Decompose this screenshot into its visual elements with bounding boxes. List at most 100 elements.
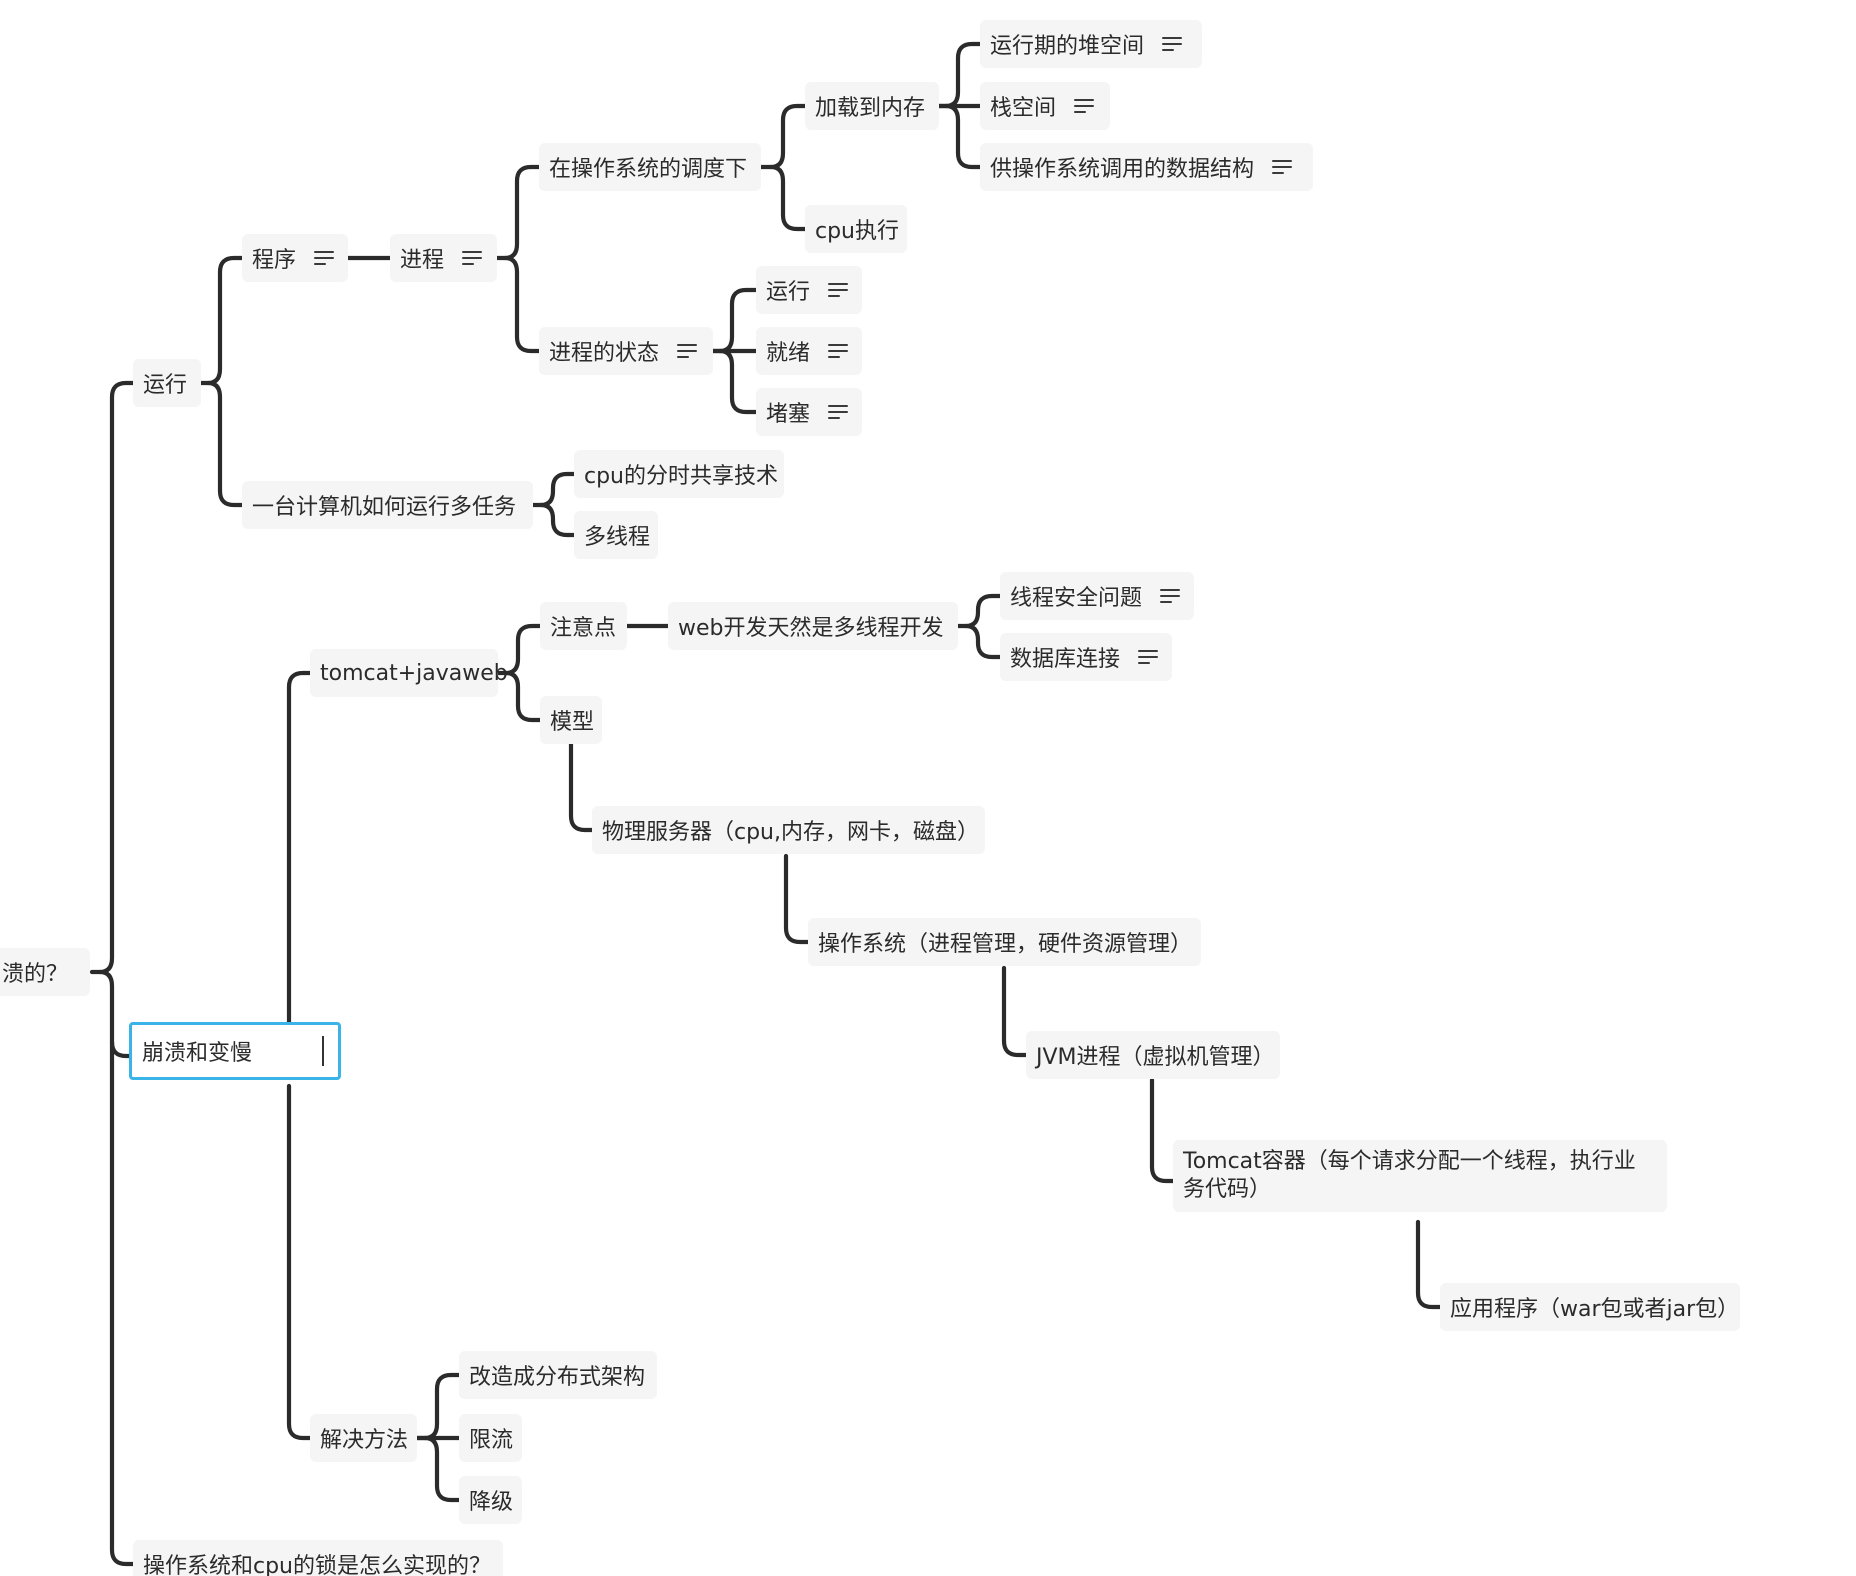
topic-tomcat-container[interactable]: Tomcat容器（每个请求分配一个线程，执行业务代码）: [1173, 1140, 1667, 1212]
topic-program[interactable]: 程序: [242, 234, 348, 282]
edge-crash-tomcat: [286, 670, 313, 1029]
topic-os-cpu-lock[interactable]: 操作系统和cpu的锁是怎么实现的？: [133, 1540, 503, 1576]
topic-thread-safety-label: 线程安全问题: [1010, 586, 1143, 611]
topic-multithread-label: 多线程: [584, 525, 651, 550]
notes-icon[interactable]: [828, 344, 849, 358]
topic-attention-label: 注意点: [550, 616, 617, 641]
topic-distributed[interactable]: 改造成分布式架构: [459, 1351, 657, 1399]
topic-multithread[interactable]: 多线程: [574, 511, 658, 559]
topic-cpu-exec[interactable]: cpu执行: [805, 205, 907, 253]
edge-model-phys: [568, 741, 595, 833]
topic-physical-server-label: 物理服务器（cpu,内存，网卡，磁盘）: [602, 820, 979, 845]
edge-tomcat-model: [503, 670, 543, 723]
topic-load-memory-label: 加载到内存: [815, 96, 926, 121]
topic-load-memory[interactable]: 加载到内存: [805, 82, 939, 130]
notes-icon[interactable]: [1074, 99, 1095, 113]
edge-web-db: [963, 623, 1003, 660]
topic-solution-label: 解决方法: [320, 1428, 409, 1453]
topic-multitask-label: 一台计算机如何运行多任务: [252, 495, 517, 520]
topic-process-label: 进程: [400, 248, 445, 273]
edge-process-state: [502, 255, 542, 354]
topic-run-label: 运行: [143, 373, 188, 398]
topic-crash-slow[interactable]: 崩溃和变慢: [129, 1022, 341, 1080]
topic-state-ready-label: 就绪: [766, 341, 811, 366]
topic-physical-server[interactable]: 物理服务器（cpu,内存，网卡，磁盘）: [592, 806, 985, 854]
edge-process-os: [494, 164, 542, 261]
topic-db-connection-label: 数据库连接: [1010, 647, 1121, 672]
topic-application-label: 应用程序（war包或者jar包）: [1450, 1297, 1740, 1322]
topic-attention[interactable]: 注意点: [540, 602, 627, 650]
edge-root-lock: [109, 1039, 136, 1567]
edge-multi-timeshare: [530, 471, 577, 508]
topic-degrade-label: 降级: [469, 1490, 514, 1515]
text-cursor: [322, 1036, 324, 1066]
edge-run-program: [198, 255, 245, 386]
topic-operating-system[interactable]: 操作系统（进程管理，硬件资源管理）: [808, 918, 1201, 966]
topic-db-connection[interactable]: 数据库连接: [1000, 633, 1172, 681]
notes-icon[interactable]: [314, 251, 335, 265]
topic-crash-slow-label: 崩溃和变慢: [142, 1041, 253, 1066]
topic-under-os-label: 在操作系统的调度下: [549, 157, 748, 182]
topic-jvm-process-label: JVM进程（虚拟机管理）: [1036, 1045, 1275, 1070]
topic-jvm-process[interactable]: JVM进程（虚拟机管理）: [1026, 1031, 1280, 1079]
notes-icon[interactable]: [462, 251, 483, 265]
topic-web-multithread-label: web开发天然是多线程开发: [678, 616, 944, 641]
notes-icon[interactable]: [677, 344, 698, 358]
edge-multi-thread: [538, 502, 577, 538]
edge-sol-dist: [414, 1372, 462, 1441]
topic-degrade[interactable]: 降级: [459, 1476, 522, 1524]
topic-process-state[interactable]: 进程的状态: [539, 327, 713, 375]
notes-icon[interactable]: [1272, 160, 1293, 174]
topic-rate-limit-label: 限流: [469, 1428, 514, 1453]
topic-multitask[interactable]: 一台计算机如何运行多任务: [242, 481, 533, 529]
topic-state-ready[interactable]: 就绪: [756, 327, 862, 375]
topic-state-blocked-label: 堵塞: [766, 402, 811, 427]
topic-heap[interactable]: 运行期的堆空间: [980, 20, 1202, 68]
notes-icon[interactable]: [828, 283, 849, 297]
topic-rate-limit[interactable]: 限流: [459, 1414, 522, 1462]
edge-phys-os: [783, 853, 811, 945]
edge-load-ds: [943, 103, 983, 170]
topic-tomcat-javaweb-label: tomcat+javaweb: [320, 660, 508, 686]
topic-thread-safety[interactable]: 线程安全问题: [1000, 572, 1194, 620]
edge-root-run: [89, 380, 136, 975]
topic-tomcat-container-label: Tomcat容器（每个请求分配一个线程，执行业务代码）: [1183, 1149, 1636, 1202]
topic-application[interactable]: 应用程序（war包或者jar包）: [1440, 1283, 1740, 1331]
topic-model[interactable]: 模型: [540, 696, 602, 744]
edge-tomcat-app: [1415, 1219, 1443, 1310]
topic-os-cpu-lock-label: 操作系统和cpu的锁是怎么实现的？: [143, 1554, 492, 1576]
edge-web-safe: [955, 593, 1003, 629]
notes-icon[interactable]: [1160, 589, 1181, 603]
edge-state-blocked: [717, 348, 759, 415]
topic-tomcat-javaweb[interactable]: tomcat+javaweb: [310, 649, 508, 697]
topic-model-label: 模型: [550, 710, 595, 735]
topic-state-running-label: 运行: [766, 280, 811, 305]
notes-icon[interactable]: [828, 405, 849, 419]
topic-stack[interactable]: 栈空间: [980, 82, 1110, 130]
edge-os-cpu: [768, 164, 808, 232]
topic-under-os[interactable]: 在操作系统的调度下: [539, 143, 761, 191]
edge-os-jvm: [1001, 965, 1029, 1058]
topic-state-running[interactable]: 运行: [756, 266, 862, 314]
topic-run[interactable]: 运行: [133, 359, 201, 407]
topic-os-data-structure-label: 供操作系统调用的数据结构: [990, 157, 1255, 182]
topic-timeshare[interactable]: cpu的分时共享技术: [574, 450, 784, 498]
topic-state-blocked[interactable]: 堵塞: [756, 388, 862, 436]
topic-solution[interactable]: 解决方法: [310, 1414, 417, 1462]
topic-distributed-label: 改造成分布式架构: [469, 1365, 646, 1390]
edge-crash-solution: [286, 1083, 313, 1441]
notes-icon[interactable]: [1138, 650, 1159, 664]
topic-web-multithread[interactable]: web开发天然是多线程开发: [668, 602, 958, 650]
root-label: 崩溃的？: [0, 962, 69, 987]
topic-process[interactable]: 进程: [390, 234, 497, 282]
topic-os-data-structure[interactable]: 供操作系统调用的数据结构: [980, 143, 1313, 191]
topic-operating-system-label: 操作系统（进程管理，硬件资源管理）: [818, 932, 1193, 957]
topic-stack-label: 栈空间: [990, 96, 1057, 121]
edge-state-running: [710, 287, 759, 354]
topic-timeshare-label: cpu的分时共享技术: [584, 464, 779, 489]
edge-jvm-tomcat: [1149, 1077, 1176, 1184]
notes-icon[interactable]: [1162, 37, 1183, 51]
root-topic[interactable]: 崩溃的？: [0, 948, 90, 996]
topic-heap-label: 运行期的堆空间: [990, 34, 1145, 59]
